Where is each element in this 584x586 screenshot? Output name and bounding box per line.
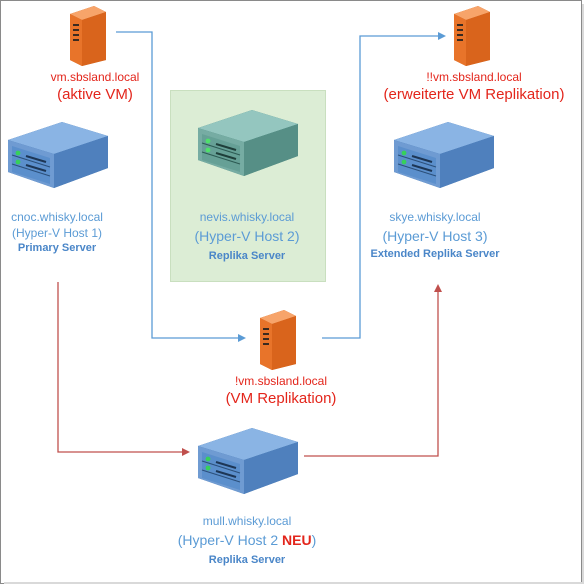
replication-arrow-source-to-replica — [116, 31, 246, 342]
frame-shadow-bottom — [4, 582, 584, 584]
host-new-name: mull.whisky.local — [202, 514, 292, 528]
vm-server-icon — [260, 310, 296, 370]
hyperv-host-icon — [198, 428, 298, 494]
frame-shadow-right — [582, 4, 584, 584]
host3-sub: (Hyper-V Host 3) — [382, 228, 488, 244]
host1-role: Primary Server — [17, 242, 97, 254]
vm-source-name: vm.sbsland.local — [50, 70, 140, 84]
host2-sub: (Hyper-V Host 2) — [194, 228, 300, 244]
host-new-sub-end: ) — [311, 532, 317, 548]
vm-replica-desc: (VM Replikation) — [225, 390, 337, 407]
host-new-sub-line: (Hyper-V Host 2 NEU) — [150, 532, 344, 548]
vm-server-icon — [454, 6, 490, 66]
host2-name: nevis.whisky.local — [199, 210, 295, 224]
vm-extended-desc: (erweiterte VM Replikation) — [383, 86, 565, 103]
migration-arrow-new-to-host3 — [304, 284, 442, 457]
hyperv-host-icon — [8, 122, 108, 188]
host-new-badge: NEU — [282, 532, 312, 548]
vm-server-icon — [70, 6, 106, 66]
host2-role: Replika Server — [208, 250, 286, 262]
host-new-role: Replika Server — [208, 554, 286, 566]
vm-extended-name: !!vm.sbsland.local — [426, 70, 522, 84]
migration-arrow-host1-to-new — [57, 282, 190, 456]
vm-replica-name: !vm.sbsland.local — [234, 374, 328, 388]
hyperv-host-icon — [198, 110, 298, 176]
host1-name: cnoc.whisky.local — [11, 210, 103, 224]
host-new-sub: (Hyper-V Host 2 — [177, 532, 282, 548]
host3-role: Extended Replika Server — [370, 248, 500, 260]
host3-name: skye.whisky.local — [389, 210, 481, 224]
host1-sub: (Hyper-V Host 1) — [11, 226, 103, 240]
hyperv-host-icon — [394, 122, 494, 188]
vm-source-desc: (aktive VM) — [57, 86, 133, 103]
replication-arrow-replica-to-extended — [322, 32, 446, 339]
